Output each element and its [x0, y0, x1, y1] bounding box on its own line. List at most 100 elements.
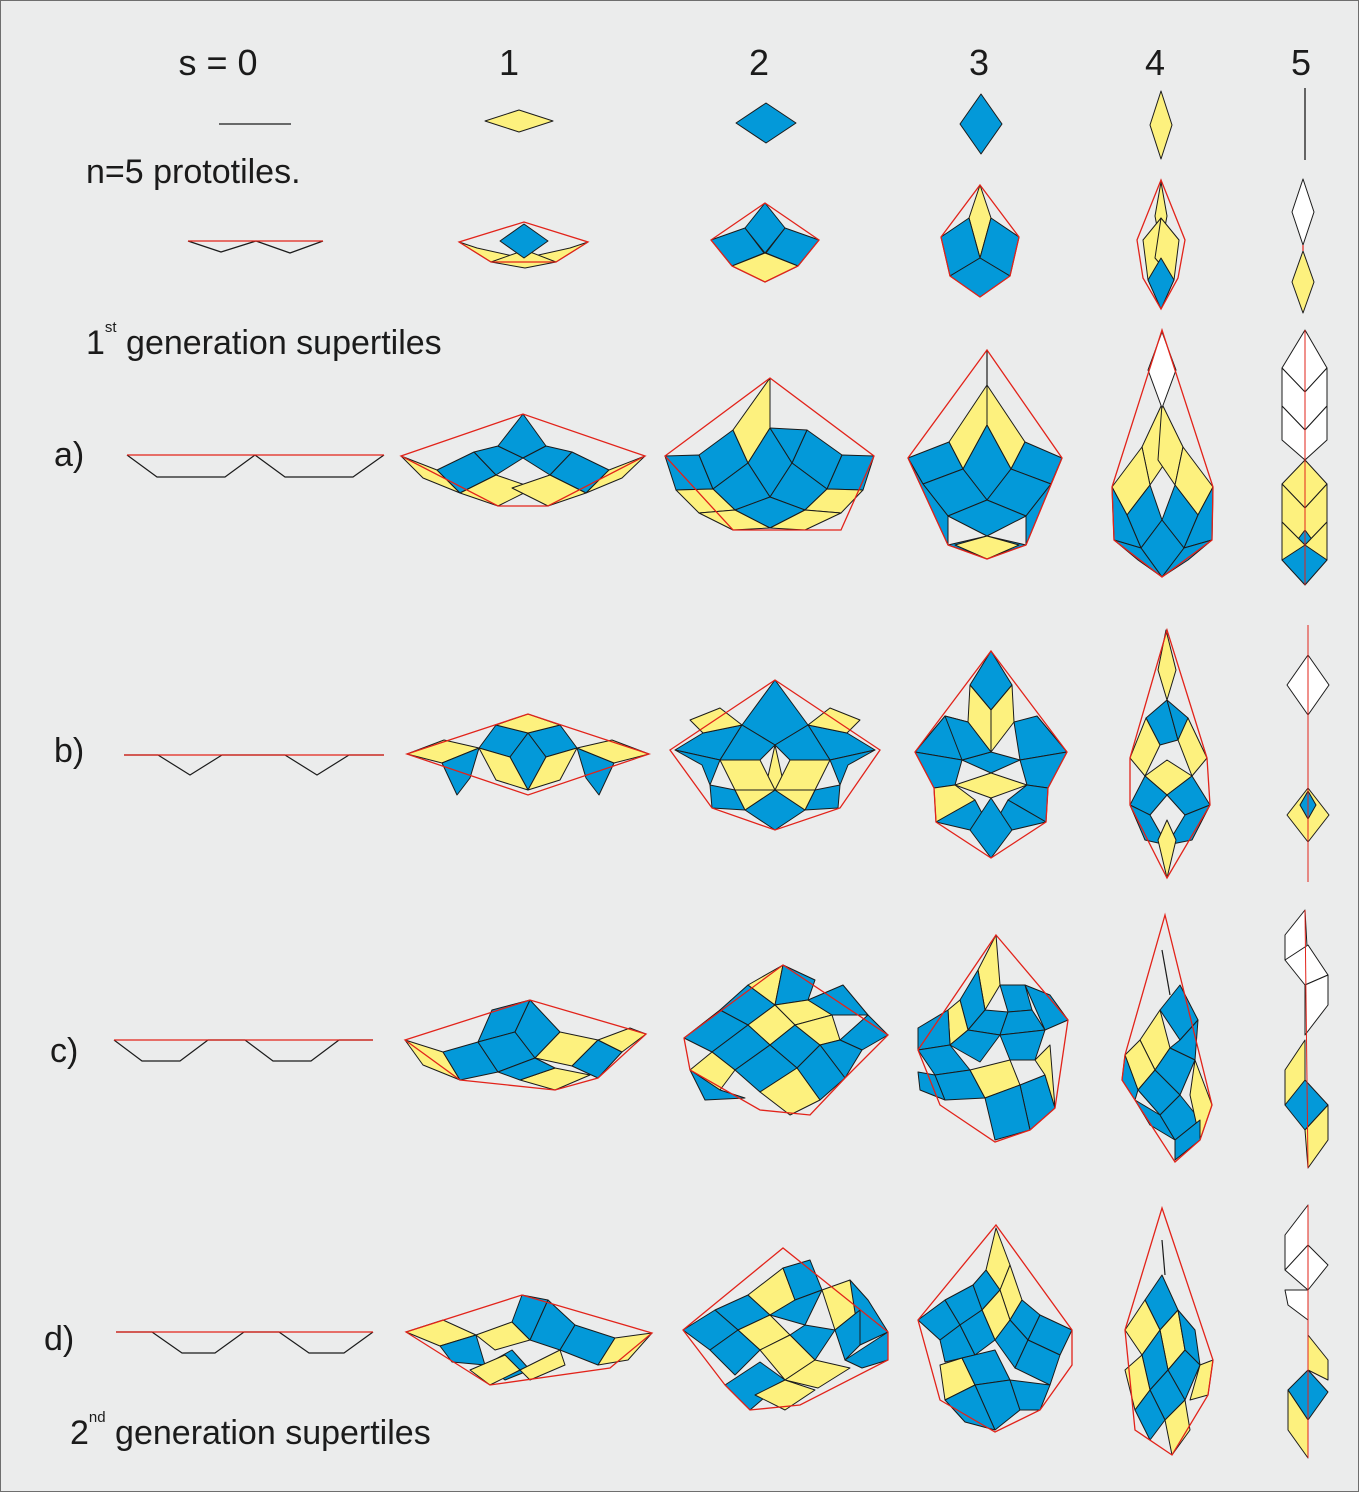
- rowb-s0-zigzag: [124, 754, 384, 776]
- first-generation-number: 1: [86, 324, 105, 362]
- first-generation-caption: 1st generation supertiles: [86, 320, 442, 362]
- rowb-s4-rhomb-11: [1157, 819, 1177, 879]
- rowc-s2-rhomb-17: [689, 1069, 746, 1101]
- rowb-s4-edge: [1129, 627, 1211, 880]
- gen1-s0-zigzag: [187, 240, 324, 254]
- rowd-s4-spine: [1161, 1239, 1166, 1276]
- column-label-s4: 4: [1144, 42, 1166, 83]
- first-generation-row: [187, 178, 1315, 314]
- rowb-s2-rhomb-9: [719, 724, 776, 761]
- rowb-s2-edge: [669, 679, 881, 831]
- rowb-s3-rhomb-7: [944, 715, 992, 761]
- gen1-s2-edge: [710, 202, 820, 283]
- rowb-s1-rhomb-8: [527, 747, 578, 791]
- rowc-s5-edge: [1304, 909, 1309, 1169]
- rowb-s2-rhomb-4: [774, 759, 831, 791]
- rowb-s4-rhomb-1: [1157, 629, 1177, 701]
- rowd-s0-zigzag: [116, 1331, 374, 1354]
- rowa-s1-edge: [399, 413, 647, 507]
- rowa-s5-rhomb-10: [1281, 521, 1306, 561]
- rowd-s5-rhomb-3: [1284, 1289, 1309, 1321]
- rowb-s2-rhomb-12: [807, 707, 861, 734]
- column-label-s2: 2: [748, 42, 770, 83]
- prototile-s1-thin-rhomb: [484, 109, 554, 133]
- rowb-s1-rhomb-10: [576, 739, 650, 764]
- prototile-s3-thick-rhomb: [959, 93, 1003, 155]
- second-generation-suffix: nd: [88, 1409, 106, 1426]
- rowc-s5-rhomb-6: [1304, 1104, 1329, 1169]
- rowb-s3-edge: [914, 649, 1068, 859]
- rowb-s2-rhomb-16: [734, 789, 776, 811]
- column-label-s1: 1: [498, 42, 520, 83]
- rowa-s4-white-rhomb: [1147, 331, 1177, 409]
- rowd-s1-edge: [404, 1294, 654, 1386]
- rowd-s1-rhomb-10: [519, 1349, 566, 1381]
- rowa-s3-rhomb-10: [947, 499, 1027, 537]
- rowd-s4-rhomb-11: [1164, 1399, 1191, 1456]
- rowd-s2-rhomb-14: [784, 1359, 851, 1389]
- gen1-s5-white-rhomb: [1291, 178, 1315, 246]
- rowb-s2-rhomb-3: [719, 759, 776, 791]
- rowc-s2-rhomb-16: [759, 1067, 821, 1116]
- prototile-s4-thin-rhomb: [1149, 90, 1173, 160]
- rowd-s2-rhomb-10: [834, 1309, 861, 1361]
- second-generation-number: 2: [70, 1414, 89, 1452]
- rowc-s5-rhomb-3: [1304, 974, 1329, 1036]
- second-generation-row-d: [116, 1204, 1329, 1459]
- rowc-s0-zigzag: [113, 1039, 373, 1062]
- rowa-s2-rhomb-14: [769, 427, 808, 464]
- rowb-s4-rhomb-4: [1129, 717, 1161, 777]
- row-label-b: b): [54, 732, 85, 770]
- gen1-s4-thick-rhomb-bottom: [1147, 257, 1175, 310]
- prototile-s2-thick-rhomb: [735, 102, 797, 144]
- gen1-s2-thick-rhomb-top: [744, 202, 786, 254]
- rowd-s5-rhomb-2: [1284, 1244, 1329, 1291]
- first-generation-text: generation supertiles: [116, 324, 442, 362]
- rowc-s1-rhomb-10: [497, 1057, 556, 1081]
- rowd-s3-edge: [917, 1223, 1073, 1433]
- rowb-s2-rhomb-11: [689, 707, 743, 734]
- prototiles-caption: n=5 prototiles.: [86, 153, 301, 191]
- rowa-s5-rhomb-11: [1304, 521, 1328, 561]
- second-generation-text: generation supertiles: [105, 1414, 431, 1452]
- rowc-s3-rhomb-11: [999, 1029, 1046, 1061]
- rowa-s2-edge: [664, 377, 875, 531]
- gen1-s4-edge: [1136, 178, 1186, 311]
- rowc-s2-edge: [683, 964, 890, 1116]
- column-label-s5: 5: [1290, 42, 1312, 83]
- column-label-s0: s = 0: [178, 42, 258, 83]
- rowc-s3-edge: [917, 933, 1069, 1143]
- rowb-s3-rhomb-15: [969, 797, 1013, 859]
- rowa-s1-rhomb-9: [511, 474, 587, 507]
- rowa-s3-rhomb-13: [954, 535, 1020, 560]
- gen1-s1-thick-rhomb: [499, 223, 549, 259]
- row-label-d: d): [44, 1320, 75, 1358]
- gen1-s5-thin-rhomb: [1291, 250, 1315, 314]
- rowb-s2-rhomb-10: [774, 724, 831, 761]
- gen1-s1-edge: [457, 221, 590, 263]
- rowd-s2-edge: [682, 1247, 889, 1411]
- prototiles-row: [219, 88, 1306, 160]
- rowd-s2-rhomb-8: [769, 1289, 823, 1326]
- rowa-s0-zigzag: [126, 454, 385, 478]
- second-generation-row-a: [126, 327, 1328, 586]
- rowa-s3-edge: [907, 348, 1063, 560]
- rowc-s4-edge: [1121, 912, 1213, 1163]
- row-label-c: c): [50, 1032, 79, 1070]
- rowb-s2-rhomb-17: [774, 789, 816, 811]
- second-generation-row-b: [124, 625, 1330, 882]
- column-label-s3: 3: [968, 42, 990, 83]
- rowd-s3-rhomb-16: [944, 1384, 996, 1431]
- rowd-s2-rhomb-16: [754, 1379, 816, 1411]
- row-label-a: a): [54, 436, 85, 474]
- second-generation-caption: 2nd generation supertiles: [70, 1410, 431, 1452]
- rowb-s1-edge: [404, 713, 652, 796]
- second-generation-row-c: [113, 909, 1329, 1169]
- rowb-s4-rhomb-5: [1177, 717, 1208, 777]
- gen1-s3-edge: [940, 183, 1020, 298]
- rowc-s1-edge: [403, 999, 648, 1091]
- first-generation-suffix: st: [104, 319, 117, 336]
- rowd-s4-edge: [1124, 1205, 1214, 1456]
